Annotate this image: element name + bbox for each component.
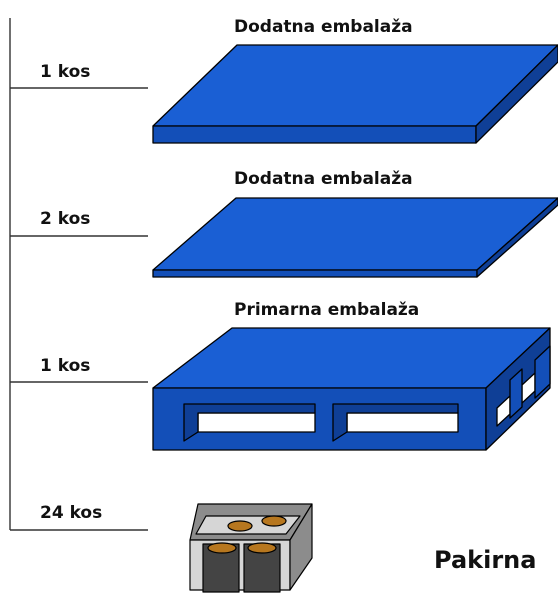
level-title-1: Dodatna embalaža bbox=[234, 17, 413, 37]
primary-packaging-pallet bbox=[152, 327, 551, 451]
hierarchy-tree bbox=[9, 18, 148, 531]
quantity-label-2: 2 kos bbox=[40, 209, 90, 229]
quantity-label-1: 1 kos bbox=[40, 62, 90, 82]
additional-packaging-sheet-2 bbox=[152, 197, 558, 278]
quantity-label-3: 1 kos bbox=[40, 356, 90, 376]
level-title-2: Dodatna embalaža bbox=[234, 169, 413, 189]
quantity-label-4: 24 kos bbox=[40, 503, 102, 523]
unit-label: Pakirna bbox=[434, 546, 536, 574]
level-title-3: Primarna embalaža bbox=[234, 300, 419, 320]
product-box bbox=[189, 503, 313, 593]
additional-packaging-sheet-1 bbox=[152, 44, 558, 144]
